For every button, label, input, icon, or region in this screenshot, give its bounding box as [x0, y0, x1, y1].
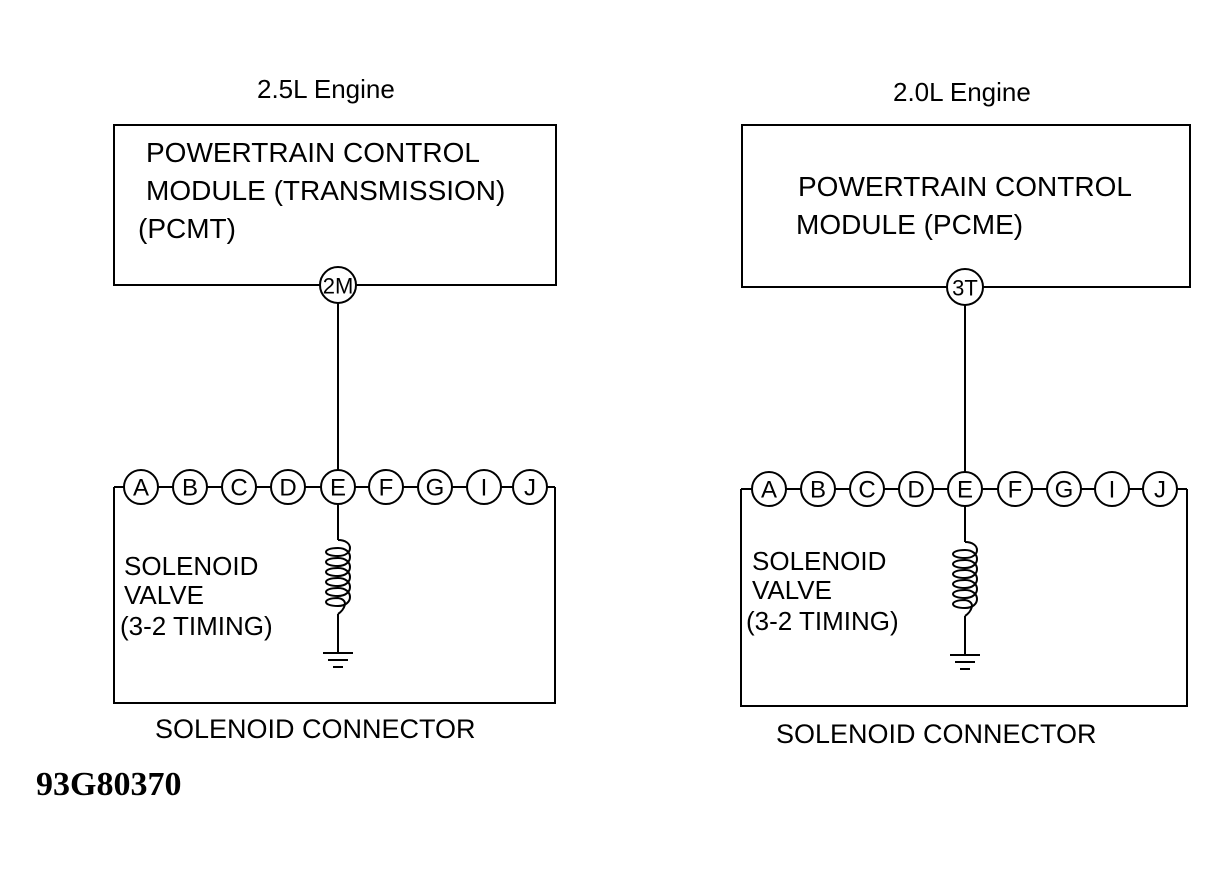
module-line-3: (PCMT) — [138, 213, 236, 244]
pin-c — [849, 471, 885, 507]
pin-c — [221, 469, 257, 505]
pin-f-label: F — [379, 475, 394, 502]
pin-a-label: A — [133, 475, 149, 502]
pin-c-label: C — [858, 477, 875, 504]
pin-j-label: J — [1154, 477, 1166, 504]
solenoid-line-3: (3-2 TIMING) — [746, 606, 899, 636]
module-terminal-label: 2M — [323, 274, 354, 299]
pin-f-label: F — [1008, 477, 1023, 504]
pin-d-label: D — [279, 475, 296, 502]
solenoid-coil-icon — [325, 504, 351, 652]
connector-label: SOLENOID CONNECTOR — [776, 719, 1097, 749]
pin-j — [1142, 471, 1178, 507]
pin-g — [417, 469, 453, 505]
module-line-2: MODULE (TRANSMISSION) — [146, 175, 505, 206]
pin-b — [172, 469, 208, 505]
pin-a — [751, 471, 787, 507]
pin-b-label: B — [810, 477, 826, 504]
pin-j — [512, 469, 548, 505]
pin-g — [1046, 471, 1082, 507]
pin-i — [466, 469, 502, 505]
pin-i-label: I — [1109, 477, 1116, 504]
pin-c-label: C — [230, 475, 247, 502]
pin-d — [898, 471, 934, 507]
pin-b — [800, 471, 836, 507]
figure-id: 93G80370 — [36, 766, 181, 803]
solenoid-line-2: VALVE — [124, 580, 204, 610]
pin-e-label: E — [957, 477, 973, 504]
module-line-1: POWERTRAIN CONTROL — [798, 171, 1132, 202]
connector-label: SOLENOID CONNECTOR — [155, 714, 476, 744]
solenoid-line-2: VALVE — [752, 575, 832, 605]
solenoid-line-1: SOLENOID — [752, 546, 886, 576]
pin-d — [270, 469, 306, 505]
pin-i — [1094, 471, 1130, 507]
module-line-2: MODULE (PCME) — [796, 209, 1023, 240]
module-terminal-label: 3T — [952, 276, 978, 301]
pin-i-label: I — [481, 475, 488, 502]
pin-f — [997, 471, 1033, 507]
pin-e-label: E — [330, 475, 346, 502]
engine-title: 2.5L Engine — [257, 74, 395, 104]
module-line-1: POWERTRAIN CONTROL — [146, 137, 480, 168]
connector-pins: A B C D E F G I J — [123, 469, 548, 505]
solenoid-line-3: (3-2 TIMING) — [120, 611, 273, 641]
pin-a — [123, 469, 159, 505]
connector-box — [113, 487, 556, 704]
pin-d-label: D — [907, 477, 924, 504]
module-box — [741, 124, 1191, 288]
pin-g-label: G — [426, 475, 445, 502]
pin-f — [368, 469, 404, 505]
solenoid-line-1: SOLENOID — [124, 551, 258, 581]
pin-b-label: B — [182, 475, 198, 502]
connector-pins: A B C D E F G I J — [751, 471, 1178, 507]
connector-box — [740, 489, 1188, 707]
pin-a-label: A — [761, 477, 777, 504]
engine-title: 2.0L Engine — [893, 77, 1031, 107]
diagram-2-0l: 2.0L Engine POWERTRAIN CONTROL MODULE (P… — [740, 77, 1191, 749]
ground-icon — [950, 654, 980, 670]
pin-j-label: J — [524, 475, 536, 502]
diagram-2-5l: 2.5L Engine POWERTRAIN CONTROL MODULE (T… — [113, 74, 557, 744]
solenoid-coil-icon — [952, 506, 978, 654]
ground-icon — [323, 652, 353, 668]
pin-g-label: G — [1055, 477, 1074, 504]
